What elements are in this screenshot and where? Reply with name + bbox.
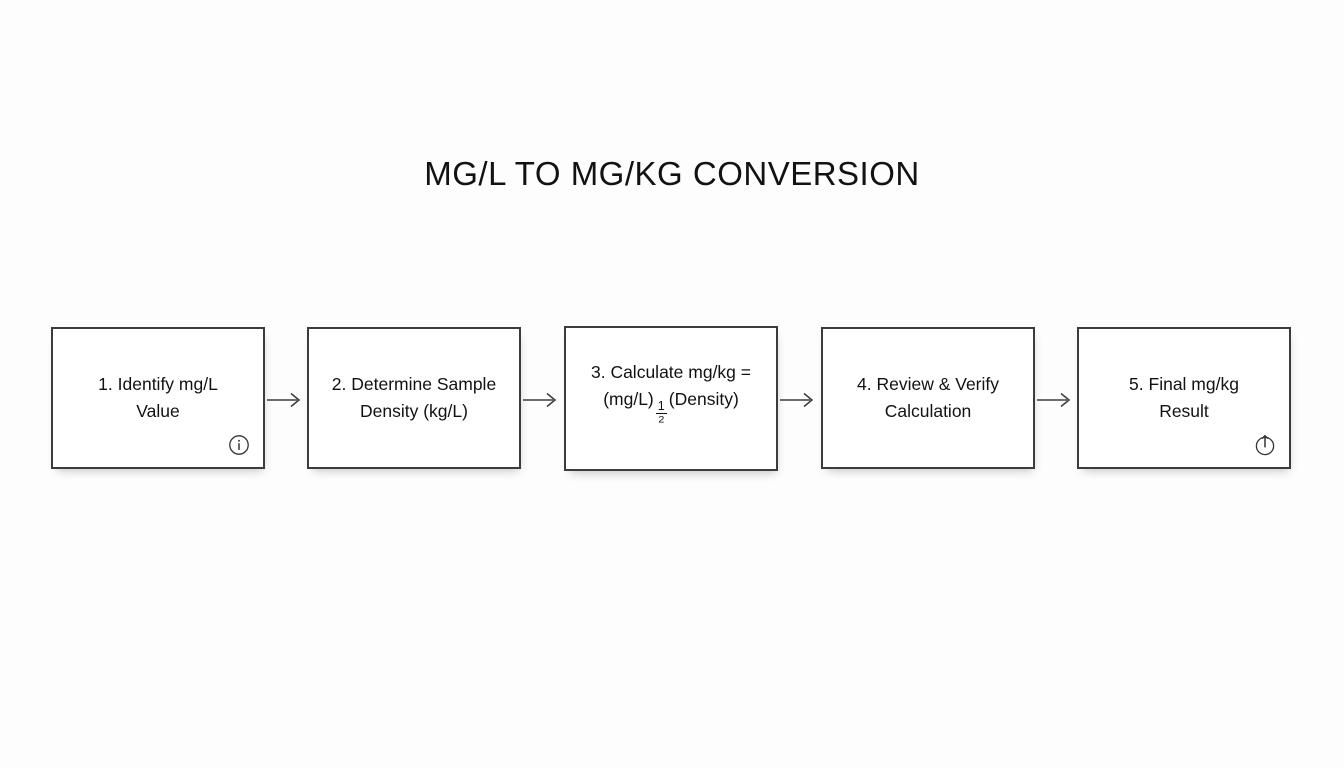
process-step-2-label: 2. Determine Sample Density (kg/L) <box>331 374 497 421</box>
connector-arrow-2-3 <box>523 389 561 411</box>
process-step-5-label: 5. Final mg/kg Result <box>1129 374 1239 421</box>
formula-fraction-denominator: 2 <box>658 415 665 426</box>
process-step-1[interactable]: 1. Identify mg/L Value <box>51 327 265 469</box>
process-step-3-label: 3. Calculate mg/kg = <box>590 361 751 382</box>
connector-arrow-1-2 <box>267 389 305 411</box>
formula-suffix: (Density) <box>668 388 739 409</box>
formula-fraction-numerator: 1 <box>657 398 665 413</box>
formula-fraction-bar <box>655 412 667 415</box>
process-step-4[interactable]: 4. Review & Verify Calculation <box>821 327 1035 469</box>
process-step-2-body: 2. Determine Sample Density (kg/L) <box>309 329 519 467</box>
connector-arrow-3-4 <box>780 389 818 411</box>
process-step-1-label: 1. Identify mg/L Value <box>98 374 218 421</box>
page-title: MG/L TO MG/KG CONVERSION <box>424 155 920 192</box>
power-upload-circle-icon[interactable] <box>1254 434 1276 456</box>
process-step-5[interactable]: 5. Final mg/kg Result <box>1077 327 1291 469</box>
formula-prefix: (mg/L) <box>603 388 654 409</box>
connector-arrow-4-5 <box>1037 389 1075 411</box>
process-step-4-body: 4. Review & Verify Calculation <box>823 329 1033 467</box>
process-step-2[interactable]: 2. Determine Sample Density (kg/L) <box>307 327 521 469</box>
process-step-4-label: 4. Review & Verify Calculation <box>857 374 999 421</box>
process-step-1-body: 1. Identify mg/L Value <box>53 329 263 467</box>
process-flow-row: 1. Identify mg/L Value 2. Determine Samp… <box>51 326 1297 472</box>
process-step-5-body: 5. Final mg/kg Result <box>1079 329 1289 467</box>
info-circle-icon[interactable] <box>228 434 250 456</box>
